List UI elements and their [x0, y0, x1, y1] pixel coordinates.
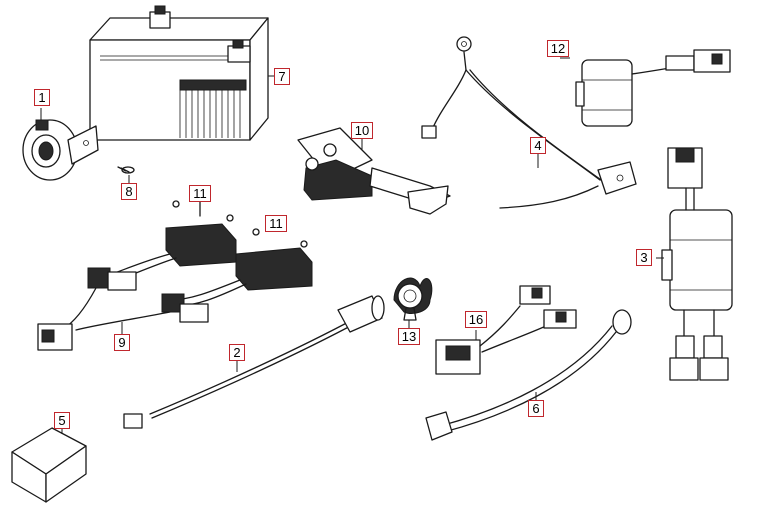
callout-6: 6 — [528, 400, 544, 417]
callout-13: 13 — [398, 328, 420, 345]
regulator-screws-lower — [252, 226, 308, 248]
callout-10: 10 — [351, 122, 373, 139]
horn — [22, 108, 99, 181]
battery — [89, 5, 276, 141]
cdi-unit — [656, 147, 733, 381]
callout-5: 5 — [54, 412, 70, 429]
flasher-relay — [560, 49, 731, 127]
callout-3: 3 — [636, 249, 652, 266]
callout-7: 7 — [274, 68, 290, 85]
callout-9: 9 — [114, 334, 130, 351]
battery-cable — [425, 309, 632, 441]
sub-harness — [435, 285, 577, 375]
callout-11-upper: 11 — [189, 185, 211, 202]
screw — [117, 166, 135, 183]
ignition-socket — [393, 277, 433, 328]
regulator-harness — [37, 223, 313, 351]
foam-pad — [11, 426, 87, 503]
ground-cable — [421, 36, 637, 209]
callout-4: 4 — [530, 137, 546, 154]
callout-1: 1 — [34, 89, 50, 106]
callout-8: 8 — [121, 183, 137, 200]
callout-12: 12 — [547, 40, 569, 57]
callout-16: 16 — [465, 311, 487, 328]
wire-lead — [123, 295, 385, 429]
starter-relay — [297, 127, 451, 215]
callout-2: 2 — [229, 344, 245, 361]
callout-11-lower: 11 — [265, 215, 287, 232]
